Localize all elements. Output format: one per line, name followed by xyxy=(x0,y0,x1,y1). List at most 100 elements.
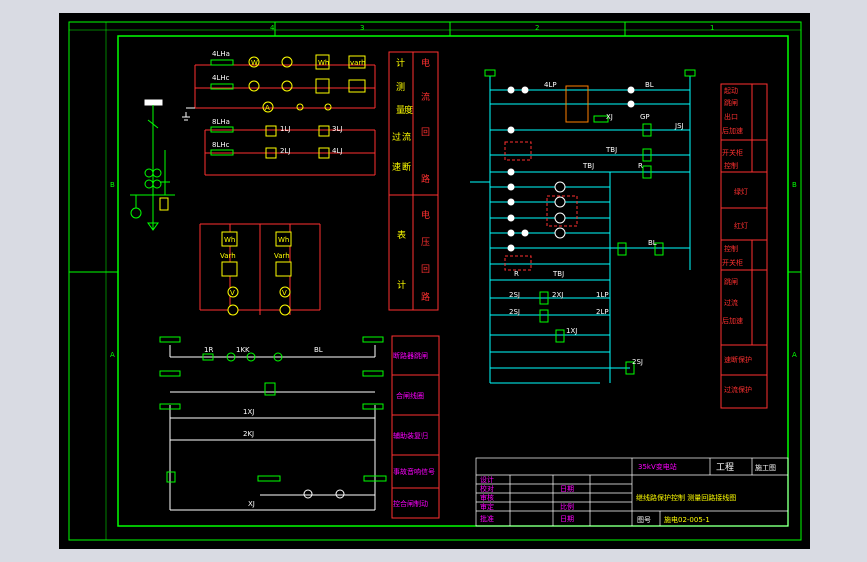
ctl-2sj-2: 2SJ xyxy=(509,308,520,316)
relay-label-3lj: 3LJ xyxy=(332,125,342,133)
tb-row-1: 校对 xyxy=(480,484,494,493)
ct-symbols xyxy=(210,59,234,156)
ct-label-1: 4LHa xyxy=(212,50,230,58)
border-mark-right-a: A xyxy=(792,351,797,359)
border-mark-top-2: 3 xyxy=(360,24,364,32)
dc-label-bl: BL xyxy=(314,346,323,354)
ctl-bl: BL xyxy=(645,81,654,89)
meter-glyph-varh: varh xyxy=(350,59,366,67)
ctl-xj: XJ xyxy=(606,113,613,121)
legend-col2-2: 回 xyxy=(421,127,430,138)
legend-col1-6: 速 xyxy=(392,162,401,173)
ctl-tbj-1: TBJ xyxy=(605,146,617,154)
current-circuit: 4LHa 4LHc 8LHa 8LHc W Wh A varh 1LJ 3LJ … xyxy=(182,50,376,176)
legend-col1-4: 过 xyxy=(392,131,401,143)
pt-wh-2: Wh xyxy=(278,236,289,244)
tb-drawing-no: 施电02-005-1 xyxy=(664,515,710,524)
meter-symbols xyxy=(248,54,366,159)
dc-label-1kk: 1KK xyxy=(236,346,250,354)
rlegend-9: 开关柜 xyxy=(722,258,743,267)
dc-label-2kj: 2KJ xyxy=(243,430,254,438)
legend-col1-1: 测 xyxy=(396,82,405,93)
rlegend-3: 后加速 xyxy=(722,126,743,135)
legend-col1-0: 计 xyxy=(396,57,405,69)
pt-v-1: V xyxy=(230,289,235,297)
ctl-2lp: 2LP xyxy=(596,308,609,316)
border-mark-left-a: A xyxy=(110,351,115,359)
rlegend-11: 过流 xyxy=(724,298,738,307)
pt-varh-2: Varh xyxy=(274,252,290,260)
dc-legend-0: 断路器跳闸 xyxy=(393,351,428,360)
ctl-jsj: JSJ xyxy=(674,122,684,130)
tb-drawing-no-label: 图号 xyxy=(637,516,651,524)
ctl-tbj-2: TBJ xyxy=(582,162,594,170)
legend-col1-9: 计 xyxy=(397,279,406,291)
legend-col1-7: 断 xyxy=(402,161,411,173)
legend-col2-5: 压 xyxy=(421,237,430,248)
rlegend-14: 过流保护 xyxy=(724,385,752,394)
ctl-2xj: 2XJ xyxy=(552,291,563,299)
legend-col2-3: 路 xyxy=(421,173,430,185)
inner-frame xyxy=(117,35,789,527)
legend-col1-8: 表 xyxy=(397,229,406,241)
ct-label-2: 4LHc xyxy=(212,74,230,82)
tb-project: 工程 xyxy=(716,462,734,473)
tb-row-3: 审定 xyxy=(480,502,494,511)
tb-row-0: 设计 xyxy=(480,475,494,484)
ctl-2sj-3: 2SJ xyxy=(632,358,643,366)
drawing-frame xyxy=(68,21,802,541)
rlegend-1: 跳闸 xyxy=(724,98,738,107)
ctl-bl-2: BL xyxy=(648,239,657,247)
legend-control: 起动 跳闸 出口 后加速 开关柜 控制 绿灯 红灯 控制 开关柜 跳闸 过流 后… xyxy=(720,83,768,409)
ctl-r-2: R xyxy=(514,270,519,278)
legend-col2-6: 回 xyxy=(421,264,430,275)
meter-glyph-wh: Wh xyxy=(318,59,329,67)
dc-legend-3: 事故音响信号 xyxy=(393,467,435,476)
border-mark-left-b: B xyxy=(110,181,115,189)
dc-legend-2: 辅助装复归 xyxy=(393,431,428,440)
rlegend-5: 控制 xyxy=(724,161,738,170)
tb-extra-2: 日期 xyxy=(560,485,574,493)
legend-col1-5: 流 xyxy=(402,131,411,143)
ctl-4lp: 4LP xyxy=(544,81,557,89)
legend-col2-0: 电 xyxy=(421,57,430,69)
legend-col2-4: 电 xyxy=(421,209,430,221)
control-circuit: 4LP BL XJ GP JSJ TBJ TBJ R R TBJ BL 2SJ … xyxy=(470,69,696,384)
rlegend-12: 后加速 xyxy=(722,316,743,325)
tb-extra-1: 日期 xyxy=(560,515,574,523)
breaker-column xyxy=(130,99,175,231)
rlegend-13: 速断保护 xyxy=(724,355,752,364)
outer-frame xyxy=(68,21,802,541)
dc-label-xj: XJ xyxy=(248,500,255,508)
tb-row-4: 批准 xyxy=(480,514,494,523)
tb-row-2: 审核 xyxy=(480,493,494,502)
rlegend-6: 绿灯 xyxy=(734,187,748,196)
legend-col2-1: 流 xyxy=(421,91,430,103)
tb-stage: 施工图 xyxy=(755,463,776,472)
border-mark-top-3: 2 xyxy=(535,24,539,32)
rlegend-4: 开关柜 xyxy=(722,148,743,157)
potential-block: Wh Wh Varh Varh V V xyxy=(199,223,321,316)
rlegend-8: 控制 xyxy=(724,244,738,253)
rlegend-0: 起动 xyxy=(724,86,738,95)
relay-label-4lj: 4LJ xyxy=(332,147,342,155)
ct-label-3: 8LHa xyxy=(212,118,230,126)
dc-legend-4: 控合闸制动 xyxy=(393,499,428,508)
pt-v-2: V xyxy=(282,289,287,297)
meter-glyph-w: W xyxy=(251,59,258,67)
dc-legend-1: 合闸线圈 xyxy=(396,391,424,400)
dc-circuit: 1R 1KK BL 1XJ 2KJ XJ xyxy=(159,336,387,511)
ct-label-4: 8LHc xyxy=(212,141,230,149)
drawing-background xyxy=(59,13,810,549)
ctl-1xj: 1XJ xyxy=(566,327,577,335)
ctl-2sj-1: 2SJ xyxy=(509,291,520,299)
legend-col1-3: 度 xyxy=(404,104,413,116)
rlegend-7: 红灯 xyxy=(734,221,748,230)
ctl-1lp: 1LP xyxy=(596,291,609,299)
pt-wh-1: Wh xyxy=(224,236,235,244)
border-marks: 4 3 2 1 B A B A xyxy=(110,24,797,359)
relay-label-2lj: 2LJ xyxy=(280,147,290,155)
border-mark-right-b: B xyxy=(792,181,797,189)
rlegend-10: 跳闸 xyxy=(724,277,738,286)
